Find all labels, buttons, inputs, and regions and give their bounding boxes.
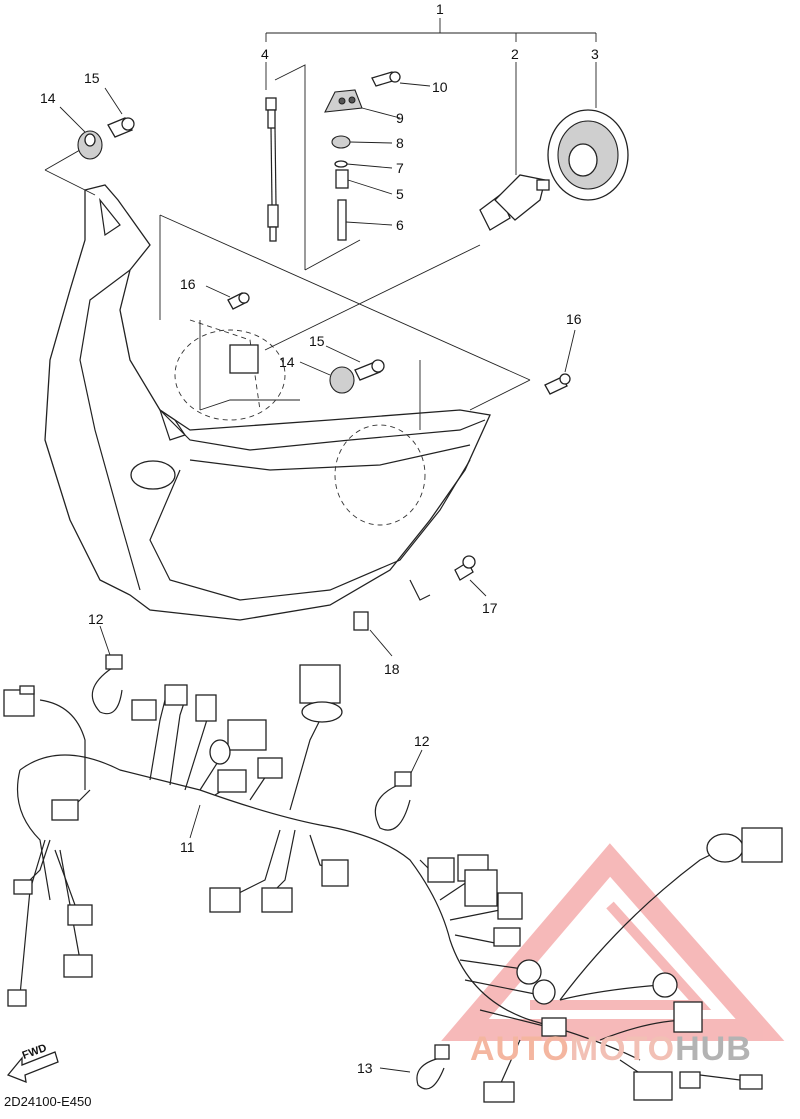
part-cable-ties	[91, 654, 450, 1090]
fwd-arrow	[6, 1051, 59, 1084]
harness-connectors	[3, 664, 783, 1103]
leader-lines	[59, 82, 576, 1073]
callout-bracket-1	[265, 18, 597, 175]
callout-12a: 12	[88, 611, 104, 627]
callout-numbers: 1 2 3 4 5 6 7 8 9 10 11 12 12 13 14 14 1…	[40, 1, 599, 1076]
part-bulb	[479, 174, 550, 231]
callout-18: 18	[384, 661, 400, 677]
callout-14a: 14	[40, 90, 56, 106]
watermark-auto: AUTO	[470, 1030, 570, 1068]
part-bulb-cover	[547, 109, 629, 201]
callout-15b: 15	[309, 333, 325, 349]
diagram-code: 2D24100-E450	[4, 1094, 92, 1109]
callout-11: 11	[180, 839, 195, 855]
part-fasteners	[77, 117, 571, 631]
callout-16a: 16	[180, 276, 196, 292]
callout-8: 8	[396, 135, 404, 151]
callout-5: 5	[396, 186, 404, 202]
callout-2: 2	[511, 46, 519, 62]
callout-10: 10	[432, 79, 448, 95]
watermark-text: AUTOMOTOHUB	[470, 1030, 752, 1069]
callout-4: 4	[261, 46, 269, 62]
callout-7: 7	[396, 160, 404, 176]
part-socket-cord	[265, 97, 279, 242]
callout-6: 6	[396, 217, 404, 233]
watermark-hub: HUB	[675, 1030, 752, 1068]
callout-14b: 14	[279, 354, 295, 370]
callout-12b: 12	[414, 733, 430, 749]
headlight-housing	[44, 184, 491, 621]
watermark-moto: MOTO	[569, 1030, 676, 1068]
callout-15a: 15	[84, 70, 100, 86]
callout-16b: 16	[566, 311, 582, 327]
callout-9: 9	[396, 110, 404, 126]
callout-3: 3	[591, 46, 599, 62]
callout-1: 1	[436, 1, 444, 17]
part-adjuster-set	[324, 71, 401, 241]
callout-13: 13	[357, 1060, 373, 1076]
callout-17: 17	[482, 600, 498, 616]
